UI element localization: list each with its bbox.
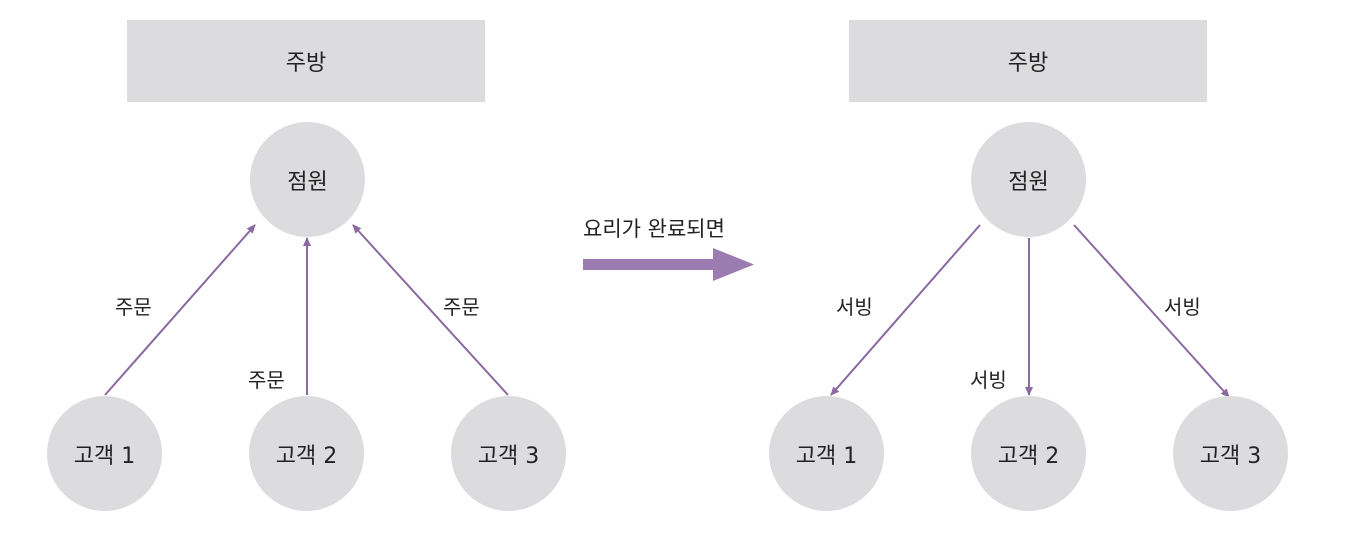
right-edge-label-3: 서빙 — [1164, 295, 1201, 319]
right-edge-label-2: 서빙 — [970, 368, 1007, 392]
right-edge-staff-to-customer3 — [1073, 224, 1230, 398]
transition-label: 요리가 완료되면 — [583, 217, 725, 241]
left-edge-label-1: 주문 — [115, 295, 152, 319]
left-customer3-node: 고객 3 — [451, 396, 566, 511]
right-kitchen-box: 주방 — [849, 20, 1207, 102]
right-staff-node: 점원 — [971, 122, 1086, 237]
left-edge-customer1-to-staff — [104, 224, 256, 396]
left-customer2-node: 고객 2 — [249, 396, 364, 511]
right-customer3-node: 고객 3 — [1173, 396, 1288, 511]
left-edge-customer3-to-staff — [352, 224, 509, 396]
left-customer1-node: 고객 1 — [47, 396, 162, 511]
left-staff-node: 점원 — [250, 122, 365, 237]
transition-arrow — [583, 248, 754, 281]
left-edge-label-3: 주문 — [443, 295, 480, 319]
left-edge-label-2: 주문 — [248, 368, 285, 392]
right-edge-staff-to-customer1 — [830, 224, 981, 396]
left-kitchen-box: 주방 — [127, 20, 485, 102]
right-customer1-node: 고객 1 — [769, 396, 884, 511]
right-customer2-node: 고객 2 — [971, 396, 1086, 511]
right-edge-label-1: 서빙 — [836, 295, 873, 319]
